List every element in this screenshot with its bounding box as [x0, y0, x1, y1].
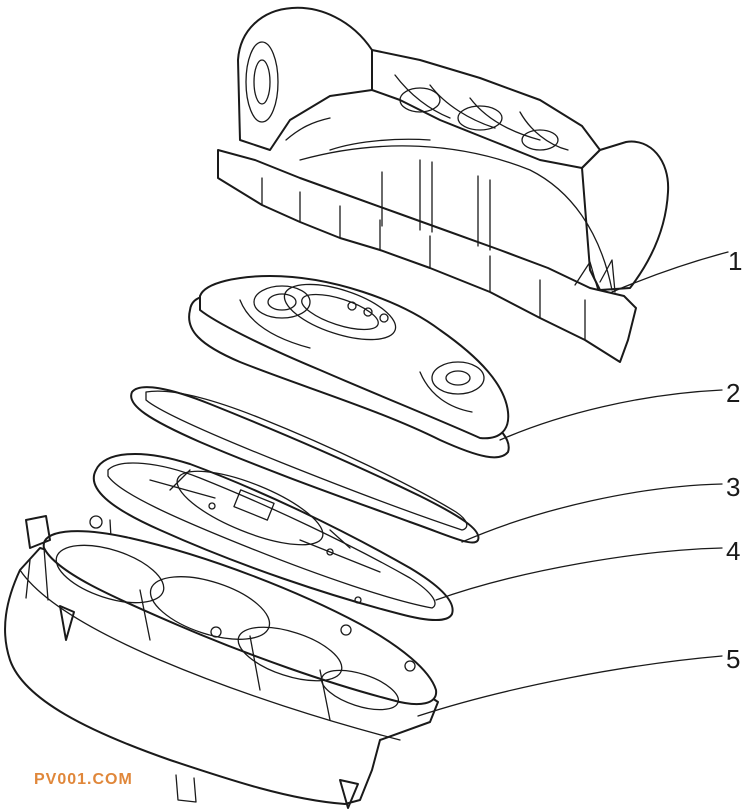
callout-2: 2 — [726, 378, 740, 408]
part-2-diaphragm-cover — [188, 275, 510, 459]
part-5-bottom-base — [4, 515, 439, 809]
leader-line-2 — [499, 389, 723, 441]
part-4-valve-plate — [92, 453, 454, 621]
callout-leaders — [417, 251, 729, 717]
leader-line-3 — [461, 483, 723, 543]
callout-1: 1 — [728, 246, 742, 276]
callout-3: 3 — [726, 472, 740, 502]
leader-line-4 — [435, 547, 723, 601]
leader-line-5 — [417, 655, 723, 717]
part-1-top-housing — [217, 6, 670, 363]
callout-labels: 1 2 3 4 5 — [726, 246, 742, 674]
leader-line-1 — [611, 251, 729, 293]
callout-5: 5 — [726, 644, 740, 674]
callout-4: 4 — [726, 536, 740, 566]
part-3-seal-ring — [130, 386, 480, 544]
watermark-text: PV001.COM — [34, 771, 133, 788]
